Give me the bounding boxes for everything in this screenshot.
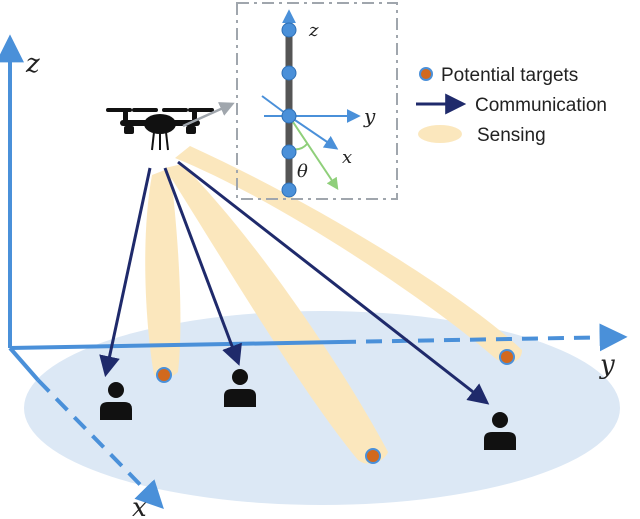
user-icon [224,369,256,407]
y-axis-line-dashed [339,323,628,352]
antenna-inset: z y x θ [236,2,398,200]
inset-border [236,2,398,200]
inset-theta-label: θ [297,161,308,182]
user-icon [484,412,516,450]
legend-sensing-swatch [418,125,462,143]
antenna-element [281,22,297,38]
y-axis-label: y [599,350,615,380]
main-axes: z y x [0,34,628,519]
sensing-beams [145,146,522,464]
legend-communication-label: Communication [475,95,607,116]
antenna-element [281,182,297,198]
potential-targets [156,349,515,464]
user-icon [100,382,132,420]
z-axis-label: z [25,49,40,79]
target-marker [499,349,515,365]
inset-x-label: x [342,147,352,168]
comm-arrow-user-3 [177,160,490,405]
comm-arrow-user-2 [163,167,242,366]
users [100,369,516,450]
inset-angle-direction [288,115,339,190]
x-axis-label: x [132,493,147,519]
sensing-beam-1 [145,168,181,378]
antenna-elements [281,22,297,198]
legend-targets-label: Potential targets [441,65,578,86]
antenna-element [281,65,297,81]
antenna-element [281,144,297,160]
inset-z-label: z [308,20,319,41]
comm-arrow-user-1 [99,167,152,378]
inset-pointer [182,102,235,128]
drone-icon [106,108,214,151]
sensing-beam-3 [175,146,522,363]
inset-y-label: y [363,104,376,128]
legend-target-swatch [419,67,433,81]
y-axis-line-solid [9,340,341,350]
x-axis-line-solid [8,346,40,382]
target-marker [365,448,381,464]
x-axis-line-dashed [36,378,164,510]
antenna-element [281,108,297,124]
communication-links [99,160,490,405]
legend: Potential targets Communication Sensing [416,65,607,146]
inset-x-axis [288,115,339,150]
target-marker [156,367,172,383]
legend-sensing-label: Sensing [477,125,546,146]
sensing-beam-2 [165,164,388,464]
